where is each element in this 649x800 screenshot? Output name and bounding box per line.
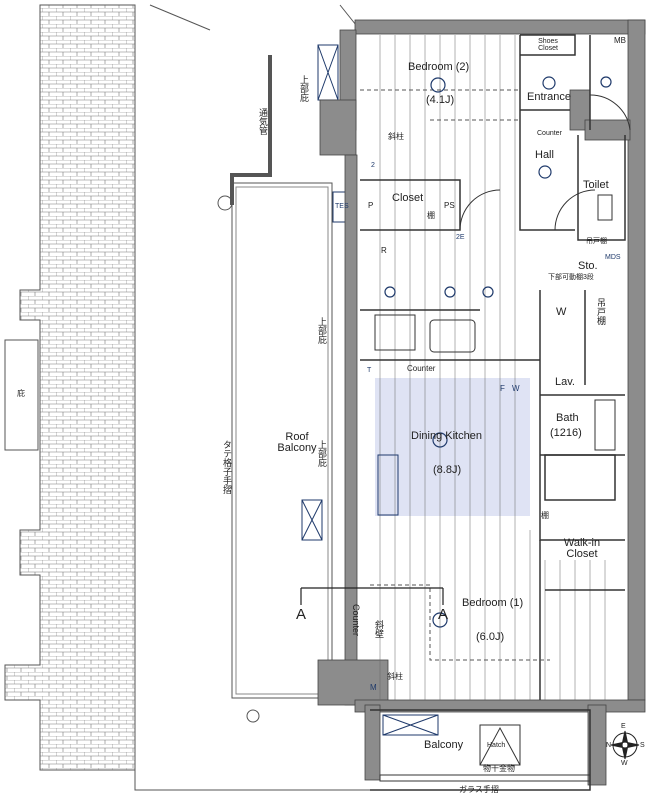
upper-eave-label-2: 上部庇 (317, 317, 327, 344)
compass-w: W (621, 760, 628, 767)
walkin-closet-label: Walk-in Closet (563, 537, 601, 560)
slant-pillar-top-label: 斜柱 (388, 132, 404, 141)
dining-kitchen-label: Dining Kitchen (411, 430, 482, 442)
eave-label: 庇 (17, 389, 25, 398)
bedroom1-counter-label: Counter (351, 604, 361, 637)
upper-eave-label-1: 上部庇 (299, 75, 309, 102)
f-mark: F (500, 384, 505, 393)
bath-label: Bath (556, 412, 579, 424)
circle-num-2: 2 (371, 162, 375, 169)
bedroom1-label: Bedroom (1) (462, 597, 524, 609)
shoes-closet-label: Shoes Closet (538, 38, 558, 52)
compass-s: S (640, 742, 645, 749)
hall-label: Hall (535, 149, 554, 161)
circle-num-t: T (367, 367, 372, 374)
entrance-label: Entrance (527, 91, 572, 103)
storage-note: 下部可動棚3段 (548, 274, 594, 281)
balcony-label: Balcony (424, 739, 464, 751)
lav-label: Lav. (555, 376, 575, 388)
m-mark: M (370, 683, 377, 692)
dining-kitchen-size: (8.8J) (433, 464, 462, 476)
roof-balcony-label: Roof Balcony (277, 431, 317, 454)
eave-brick-area (4, 4, 136, 771)
w-mark: W (512, 384, 520, 393)
tes-label: TES (335, 203, 349, 210)
bedroom2-label: Bedroom (2) (408, 61, 470, 73)
storage-label: Sto. (578, 260, 598, 272)
closet-label: Closet (392, 192, 424, 204)
closet-p-label: P (368, 201, 374, 210)
walkin-shelf-label: 棚 (541, 511, 549, 520)
section-mark-a-right: A (438, 606, 449, 623)
toilet-label: Toilet (583, 179, 609, 191)
glass-railing-label: ガラス手摺 (459, 785, 499, 794)
r-mark: R (381, 246, 387, 255)
mb-label: MB (614, 36, 626, 45)
upper-eave-label-3: 上部庇 (317, 440, 327, 467)
slant-pillar-bottom-label: 斜柱 (387, 672, 403, 681)
bath-size: (1216) (550, 427, 582, 439)
hatch-label: Hatch (487, 742, 506, 749)
kitchen-counter-label: Counter (407, 364, 436, 373)
w-cabinet-label: 吊戸棚 (596, 298, 606, 325)
compass-n: N (606, 742, 612, 749)
slant-wall-label: 斜壁 (374, 620, 384, 638)
lattice-railing-label: タテ格子手摺 (222, 440, 232, 494)
toilet-cabinet-label: 吊戸棚 (586, 238, 607, 245)
closet-shelf-label: 棚 (427, 211, 435, 220)
circle-num-2e: 2E (456, 234, 465, 241)
ps-label: PS (444, 201, 455, 210)
hall-counter-label: Counter (537, 130, 562, 137)
bedroom1-size: (6.0J) (476, 631, 505, 643)
bedroom2-size: (4.1J) (426, 94, 455, 106)
compass-icon (610, 730, 640, 760)
w-label: W (556, 306, 567, 318)
mds-label: MDS (605, 254, 621, 261)
section-mark-a-left: A (296, 606, 307, 623)
drying-hardware-label: 物干金物 (483, 764, 515, 773)
compass-e: E (621, 723, 626, 730)
vent-pipe-label: 通気管 (258, 108, 268, 135)
